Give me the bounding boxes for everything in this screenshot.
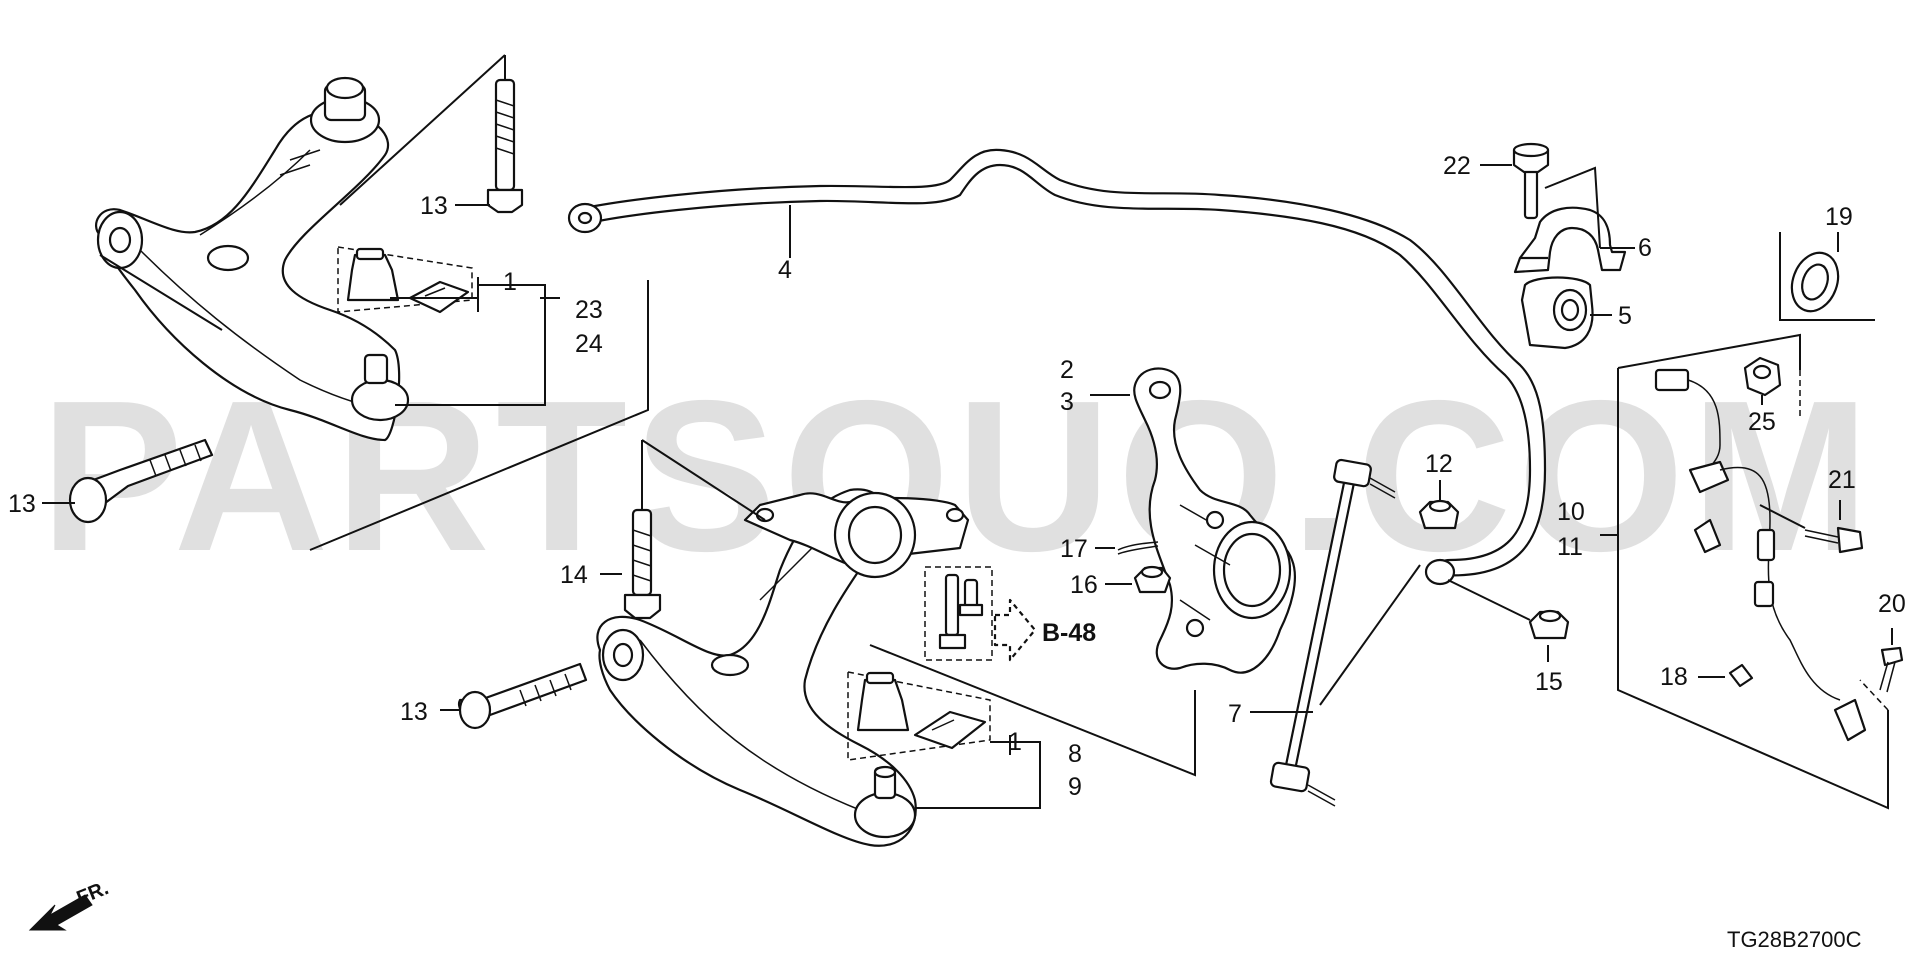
- assembly-line-lower: [869, 644, 1196, 777]
- callout-13-lower: 13: [400, 698, 428, 726]
- leader-13c: [99, 254, 223, 331]
- callout-25: 25: [1748, 408, 1776, 436]
- ball-joint-kit-lower[interactable]: [847, 671, 991, 761]
- assembly-line-upper: [309, 280, 649, 551]
- nut-12[interactable]: [1418, 499, 1460, 530]
- callout-2: 2: [1060, 356, 1074, 384]
- callout-19: 19: [1825, 203, 1853, 231]
- sensor-group-top: [1617, 333, 1801, 370]
- compliance-bushing[interactable]: [743, 491, 970, 579]
- bolt-left[interactable]: [68, 438, 214, 524]
- callout-6: 6: [1638, 234, 1652, 262]
- callout-22: 22: [1443, 152, 1471, 180]
- leader-6: [1544, 166, 1635, 249]
- front-indicator-label: FR.: [74, 877, 112, 909]
- callout-3: 3: [1060, 388, 1074, 416]
- callout-11: 11: [1557, 533, 1583, 561]
- callout-16: 16: [1070, 571, 1098, 599]
- callout-9: 9: [1068, 773, 1082, 801]
- stabilizer-bar[interactable]: [567, 148, 1547, 586]
- callout-10: 10: [1557, 498, 1585, 526]
- bolt-14[interactable]: [623, 508, 662, 620]
- callout-21: 21: [1828, 466, 1856, 494]
- link-leader-top: [1319, 564, 1421, 706]
- lower-arm-upper[interactable]: [95, 76, 410, 442]
- leader-1b: [990, 735, 1011, 755]
- steering-knuckle[interactable]: [1133, 367, 1296, 674]
- leader-15: [1447, 579, 1549, 662]
- callout-14: 14: [560, 561, 588, 589]
- reference-tag-label: B-48: [1042, 619, 1096, 647]
- clip-25[interactable]: [1743, 356, 1782, 397]
- callout-1-upper: 1: [503, 268, 517, 296]
- bolt-20[interactable]: [1879, 646, 1904, 693]
- sensor-group-left: [1617, 368, 1889, 810]
- callout-4: 4: [778, 256, 792, 284]
- callout-18: 18: [1660, 663, 1688, 691]
- callout-23: 23: [575, 296, 603, 324]
- diagram-code: TG28B2700C: [1727, 927, 1862, 952]
- leader-21: [1759, 500, 1841, 529]
- clip-18[interactable]: [1728, 663, 1754, 688]
- seal-19[interactable]: [1784, 246, 1846, 317]
- castle-nut[interactable]: [1133, 565, 1172, 594]
- leader-19: [1779, 232, 1875, 321]
- leader-8-9: [915, 741, 1041, 809]
- leader-13a: [339, 54, 506, 206]
- callout-13-left: 13: [8, 490, 36, 518]
- callout-8: 8: [1068, 740, 1082, 768]
- callout-17: 17: [1060, 535, 1088, 563]
- bolt-22[interactable]: [1512, 142, 1550, 220]
- nut-15[interactable]: [1528, 609, 1570, 640]
- reference-arrow[interactable]: B-48: [993, 598, 1096, 662]
- leader-14-up: [641, 439, 766, 521]
- reference-bolts[interactable]: [924, 566, 993, 661]
- callout-13-upper: 13: [420, 192, 448, 220]
- cotter-pin[interactable]: [1117, 541, 1159, 555]
- callout-15: 15: [1535, 668, 1563, 696]
- bolt-21[interactable]: [1804, 526, 1864, 554]
- callout-12: 12: [1425, 450, 1453, 478]
- wheel-speed-sensor[interactable]: [1654, 368, 1867, 742]
- callout-7: 7: [1228, 700, 1242, 728]
- sensor-group-dashed: [1799, 370, 1889, 711]
- ball-joint-kit-upper[interactable]: [337, 246, 473, 314]
- bolt-lower[interactable]: [457, 662, 588, 730]
- leader-23-24: [395, 284, 546, 406]
- lower-arm-lower[interactable]: [596, 488, 917, 847]
- callout-24: 24: [575, 330, 603, 358]
- callout-20: 20: [1878, 590, 1906, 618]
- stabilizer-link[interactable]: [1269, 458, 1396, 807]
- front-direction-arrow: FR.: [28, 877, 112, 931]
- stabilizer-bushing[interactable]: [1520, 276, 1594, 350]
- callout-5: 5: [1618, 302, 1632, 330]
